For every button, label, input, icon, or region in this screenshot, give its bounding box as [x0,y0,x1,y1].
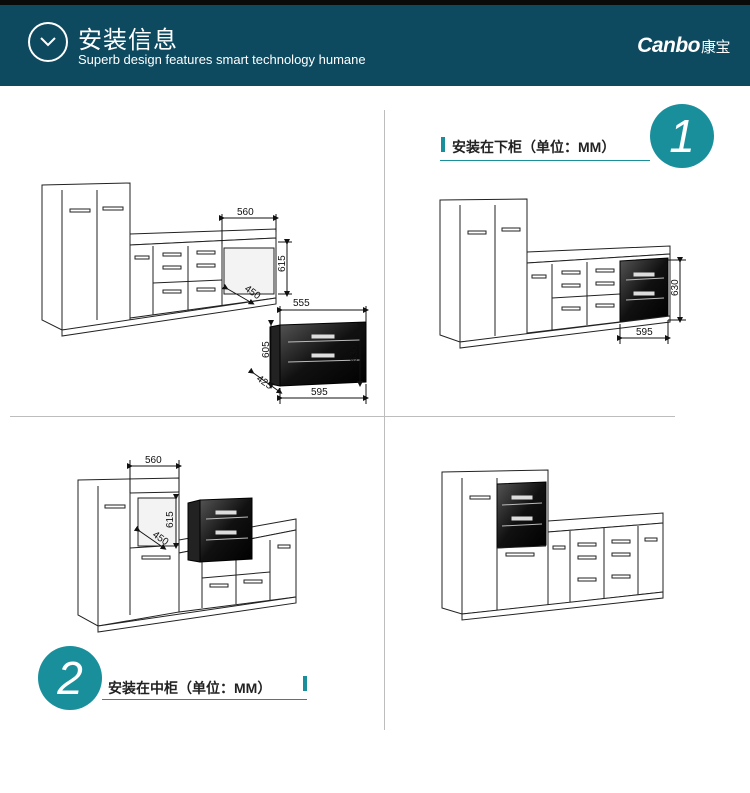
horizontal-divider [10,416,675,417]
section2-number-badge: 2 [38,646,102,710]
header-top-line [0,0,750,5]
dim-label-605: 605 [261,341,272,358]
dimension-lines-3 [127,460,182,550]
page-title: 安装信息 [78,27,178,54]
section1-label-marker [441,137,445,152]
section1-label: 安装在下柜（单位：MM） [452,139,616,155]
dim-label-555: 555 [293,298,310,309]
vertical-divider [384,110,385,730]
diagram-bottom-right [441,469,664,621]
collapse-button[interactable] [28,22,68,62]
dim-label-615-b: 615 [165,511,176,528]
dimension-lines-2 [617,257,686,344]
brand-latin: Canbo [637,34,700,57]
dim-label-595-a: 595 [311,387,328,398]
section1-label-underline [440,160,650,161]
brand-cn: 康宝 [700,39,731,56]
brand-logo: Canbo康宝 [637,34,730,58]
section1-number-badge: 1 [650,104,714,168]
dimension-lines-1 [219,214,369,404]
diagram-bottom-left [77,477,297,633]
page-subtitle: Superb design features smart technology … [78,52,366,67]
section2-label-underline [102,699,307,700]
header-banner: 安装信息 Superb design features smart techno… [0,0,750,86]
dim-label-560-b: 560 [145,455,162,466]
dim-label-630-b: 630 [670,279,681,296]
dim-label-595-b: 595 [636,327,653,338]
section2-label-marker [303,676,307,691]
diagram-top-left [41,182,367,387]
dim-label-630-a: 630 [349,345,360,362]
chevron-down-icon [40,37,56,47]
dim-label-615-a: 615 [277,255,288,272]
dim-label-560-a: 560 [237,207,254,218]
section2-label: 安装在中柜（单位：MM） [108,680,272,696]
diagram-top-right [439,198,671,349]
